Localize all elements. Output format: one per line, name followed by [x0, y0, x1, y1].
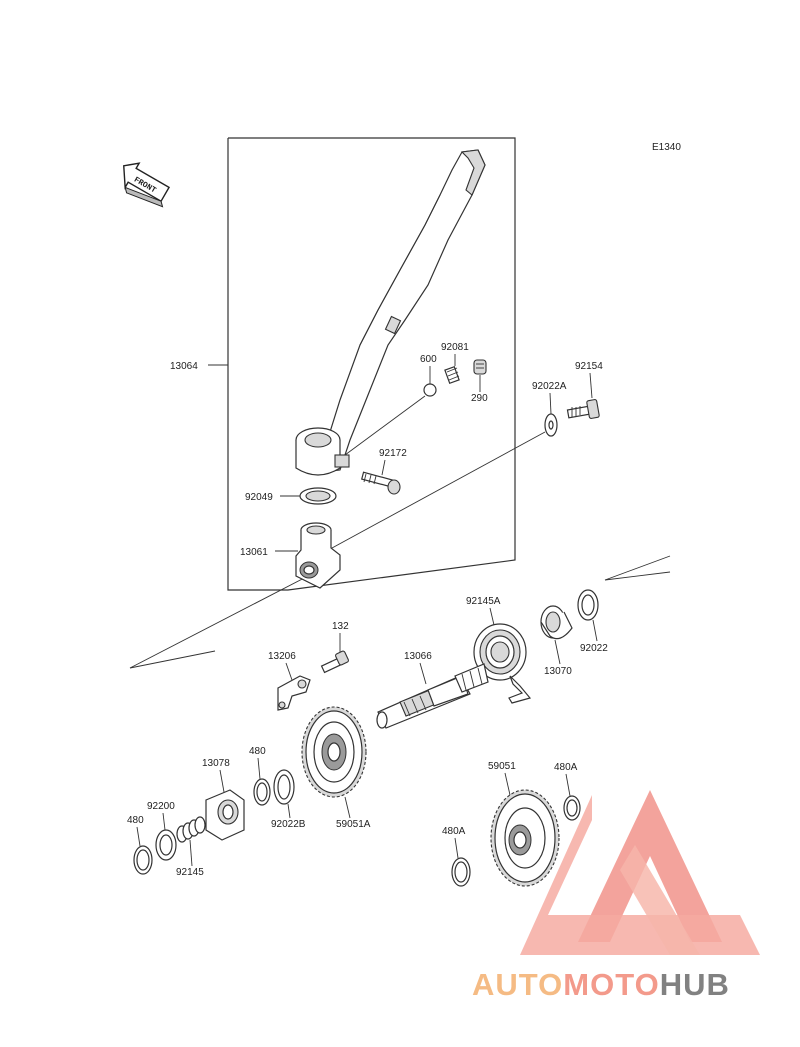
label-132: 132: [332, 621, 349, 632]
label-13064: 13064: [170, 361, 198, 372]
torsion-spring-92145A: [473, 623, 532, 704]
label-92145A: 92145A: [466, 596, 501, 607]
bolt-132: [320, 650, 349, 674]
kick-pedal-arm: [295, 149, 486, 476]
kick-gear-59051A: [301, 706, 367, 798]
idle-gear-59051: [490, 789, 560, 887]
label-92022B: 92022B: [271, 819, 306, 830]
axis-line-lower: [604, 555, 671, 581]
axis-line-upper: [309, 431, 546, 561]
ball-600: [423, 383, 437, 397]
bolt-92154: [566, 399, 600, 419]
spring-92081: [444, 365, 460, 385]
label-13061: 13061: [240, 547, 268, 558]
assembly-bracket: [227, 137, 516, 591]
label-13206: 13206: [268, 651, 296, 662]
label-92081: 92081: [441, 342, 469, 353]
circlip-480-left: [133, 845, 153, 875]
label-59051A: 59051A: [336, 819, 371, 830]
diagram-code: E1340: [652, 142, 681, 153]
front-arrow-icon: FRONT: [123, 162, 171, 208]
label-59051: 59051: [488, 761, 516, 772]
label-92154: 92154: [575, 361, 603, 372]
plug-290: [473, 359, 487, 375]
circlip-480A-left: [451, 857, 471, 887]
collar-13070: [540, 605, 573, 640]
ratchet-13078: [205, 789, 245, 841]
watermark-hub: HUB: [660, 967, 730, 1002]
label-13066: 13066: [404, 651, 432, 662]
washer-92022A: [544, 413, 558, 437]
kick-shaft-13066: [376, 663, 489, 729]
label-480A-left: 480A: [442, 826, 466, 837]
label-92022A: 92022A: [532, 381, 567, 392]
label-290: 290: [471, 393, 488, 404]
label-92145: 92145: [176, 867, 204, 878]
washer-92200: [155, 829, 177, 861]
watermark-auto: AUTO: [472, 967, 563, 1002]
guide-13206: [277, 675, 311, 711]
label-600: 600: [420, 354, 437, 365]
label-92049: 92049: [245, 492, 273, 503]
bolt-92172: [360, 471, 401, 495]
kick-boss-13061: [295, 522, 341, 589]
svg-text:AUTOMOTOHUB: AUTOMOTOHUB: [472, 967, 730, 1002]
oil-seal-92049: [299, 487, 337, 505]
label-480-left: 480: [127, 815, 144, 826]
label-92172: 92172: [379, 448, 407, 459]
watermark-moto: MOTO: [563, 967, 659, 1002]
watermark-logo: AUTOMOTOHUB: [472, 790, 760, 1002]
washer-92022B: [273, 769, 295, 805]
spring-92145: [176, 816, 206, 843]
circlip-480-upper: [253, 778, 271, 806]
label-480-upper: 480: [249, 746, 266, 757]
label-13070: 13070: [544, 666, 572, 677]
label-92022: 92022: [580, 643, 608, 654]
washer-92022: [577, 589, 599, 621]
label-13078: 13078: [202, 758, 230, 769]
label-92200: 92200: [147, 801, 175, 812]
label-480A-right: 480A: [554, 762, 578, 773]
circlip-480A-right: [563, 795, 581, 821]
